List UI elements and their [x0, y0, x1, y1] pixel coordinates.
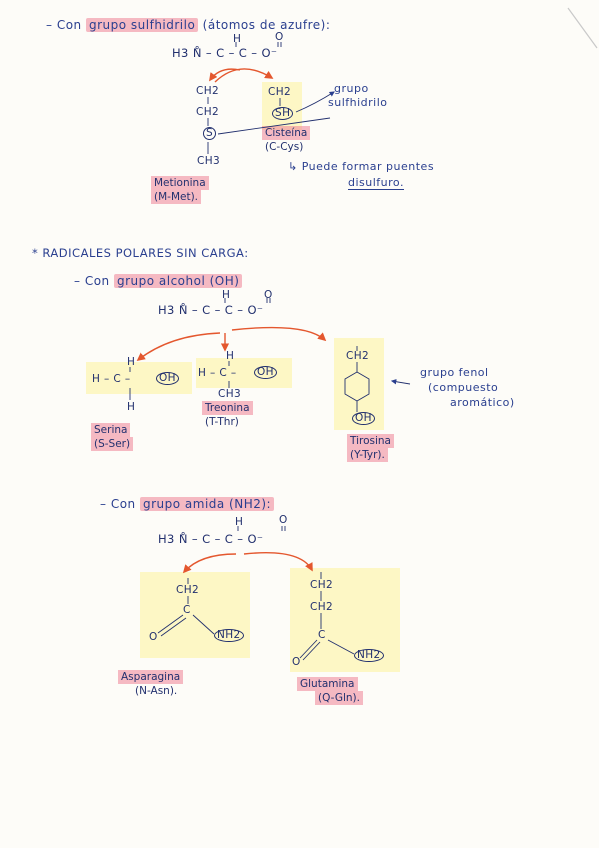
- asn-o: O: [149, 631, 158, 643]
- s2-sub: – Con grupo alcohol (OH): [74, 274, 243, 288]
- gln-l1: CH2: [310, 579, 334, 591]
- thr-oh-text: OH: [254, 366, 277, 379]
- asn-nh2: NH2: [214, 629, 244, 642]
- ser-name: Serina (S-Ser): [91, 423, 134, 451]
- asn-name2: (N-Asn).: [135, 685, 178, 697]
- s1-note4: disulfuro.: [348, 176, 404, 190]
- bond-lines: [129, 42, 411, 661]
- s3-h: H: [235, 516, 244, 528]
- ser-line: H – C –: [92, 373, 131, 385]
- gln-nh2-text: NH2: [354, 649, 384, 662]
- orange-arrows: [136, 68, 327, 574]
- gln-l2: CH2: [310, 601, 334, 613]
- gln-name: Glutamina (Q-Gln).: [297, 677, 363, 705]
- asn-nh2-text: NH2: [214, 629, 244, 642]
- ser-oh: OH: [156, 372, 179, 385]
- s1-arrow-left: [209, 68, 241, 82]
- s1-backbone: H3 N̊ – C – C – O⁻: [172, 46, 278, 60]
- cys-name2: (C-Cys): [265, 141, 304, 153]
- cys-sh-text: SH: [272, 107, 294, 120]
- tyr-oh-text: OH: [352, 412, 375, 425]
- asn-highlight: [140, 572, 250, 658]
- thr-top: H: [226, 350, 235, 362]
- s2-highlight: grupo alcohol (OH): [113, 274, 243, 288]
- thr-name: Treonina (T-Thr): [202, 401, 253, 429]
- met-name2: (M-Met).: [151, 190, 202, 204]
- s2-backbone: H3 N̊ – C – C – O⁻: [158, 303, 264, 317]
- tyr-name1: Tirosina: [347, 434, 394, 448]
- asn-l1: CH2: [176, 584, 200, 596]
- s1-arrow-right: [214, 68, 274, 83]
- asn-name1: Asparagina: [118, 670, 184, 684]
- gln-name1: Glutamina: [297, 677, 358, 691]
- s3-arrow-asn: [182, 553, 237, 574]
- thr-name2: (T-Thr): [205, 416, 239, 428]
- paper-edge-mark: [567, 7, 598, 49]
- s2-note1: grupo fenol: [420, 366, 489, 379]
- cys-highlight: [262, 82, 302, 130]
- cys-name1: Cisteína: [262, 126, 311, 140]
- thr-bot: CH3: [218, 388, 242, 400]
- gln-name2: (Q-Gln).: [315, 691, 363, 705]
- met-s-text: S: [203, 127, 217, 140]
- s1-h: H: [233, 33, 242, 45]
- s2-arrow-ser: [136, 332, 221, 362]
- ser-top: H: [127, 356, 136, 368]
- s3-highlight: grupo amida (NH2):: [139, 497, 275, 511]
- s1-highlight: grupo sulfhidrilo: [85, 18, 199, 32]
- thr-oh: OH: [254, 366, 277, 379]
- s1-note3: ↳ Puede formar puentes: [288, 160, 435, 173]
- s1-note4-text: disulfuro.: [348, 176, 404, 190]
- s2-h: H: [222, 289, 231, 301]
- s3-sub: – Con grupo amida (NH2):: [100, 497, 275, 511]
- s3-dash: – Con: [100, 497, 136, 511]
- ser-name1: Serina: [91, 423, 131, 437]
- ser-oh-text: OH: [156, 372, 179, 385]
- met-name: Metionina (M-Met).: [151, 176, 209, 204]
- s2-o: O: [264, 289, 273, 301]
- tyr-oh: OH: [352, 412, 375, 425]
- cys-name: Cisteína (C-Cys): [262, 126, 311, 154]
- s2-note2: (compuesto: [428, 381, 499, 394]
- met-name1: Metionina: [151, 176, 209, 190]
- met-s: S: [203, 127, 217, 140]
- s1-heading: – Con grupo sulfhidrilo (átomos de azufr…: [46, 18, 330, 32]
- s3-o: O: [279, 514, 288, 526]
- gln-c: C: [318, 629, 326, 641]
- ser-bot: H: [127, 401, 136, 413]
- asn-c: C: [183, 604, 191, 616]
- thr-line: H – C –: [198, 367, 237, 379]
- s2-dash: – Con: [74, 274, 110, 288]
- met-l1: CH2: [196, 85, 220, 97]
- thr-name1: Treonina: [202, 401, 253, 415]
- met-l4: CH3: [197, 155, 221, 167]
- s3-arrow-gln: [243, 552, 313, 572]
- cys-l1: CH2: [268, 86, 292, 98]
- s2-note3: aromático): [450, 396, 515, 409]
- gln-o: O: [292, 656, 301, 668]
- tyr-name2: (Y-Tyr).: [347, 448, 388, 462]
- met-l2: CH2: [196, 106, 220, 118]
- s1-rest: (átomos de azufre):: [202, 18, 331, 32]
- asn-name: Asparagina (N-Asn).: [118, 670, 184, 698]
- s2-heading: * RADICALES POLARES SIN CARGA:: [32, 246, 249, 260]
- s2-arrow-tyr: [231, 326, 327, 342]
- s1-note2: sulfhidrilo: [328, 96, 388, 109]
- s3-backbone: H3 N̊ – C – C – O⁻: [158, 532, 264, 546]
- s1-o: O: [275, 31, 284, 43]
- s1-dash: – Con: [46, 18, 82, 32]
- tyr-name: Tirosina (Y-Tyr).: [347, 434, 394, 462]
- s1-note1: grupo: [334, 82, 369, 95]
- gln-nh2: NH2: [354, 649, 384, 662]
- cys-sh: SH: [272, 107, 294, 120]
- ser-name2: (S-Ser): [91, 437, 134, 451]
- tyr-top: CH2: [346, 350, 370, 362]
